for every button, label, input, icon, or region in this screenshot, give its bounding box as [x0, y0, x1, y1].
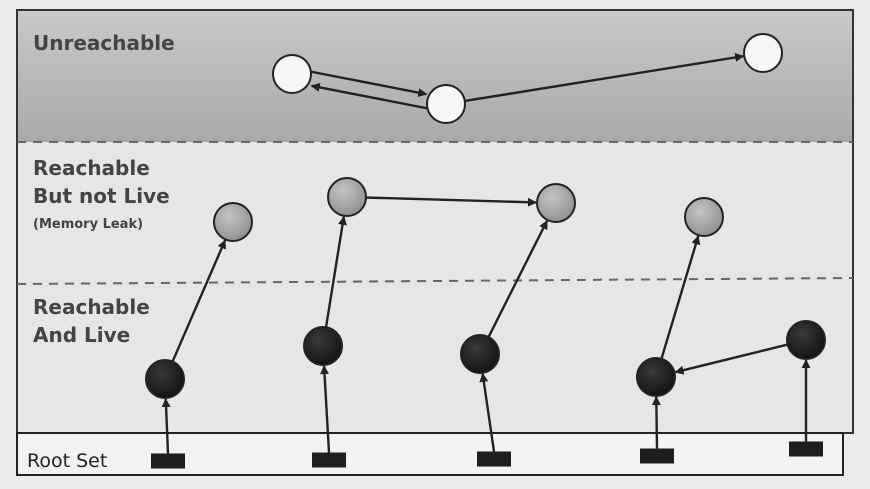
unreachable-object-u2	[426, 84, 466, 124]
live-object-b5	[786, 320, 826, 360]
root-object-r5	[789, 441, 823, 457]
leaked-object-g4	[684, 197, 724, 237]
edge-b5-to-b4	[674, 343, 788, 375]
edge-r2-to-b2	[320, 365, 331, 453]
divider-leak-live	[16, 277, 854, 285]
root-object-r3	[477, 451, 511, 467]
zone-label-memory-leak-note: (Memory Leak)	[33, 217, 143, 232]
unreachable-object-u3	[743, 33, 783, 73]
leaked-object-g2	[327, 177, 367, 217]
root-object-r1	[151, 453, 185, 469]
live-object-b1	[145, 359, 185, 399]
root-object-r2	[312, 452, 346, 468]
zone-label-unreachable: Unreachable	[33, 31, 175, 55]
unreachable-band	[17, 10, 853, 142]
leaked-object-g3	[536, 183, 576, 223]
edge-r1-to-b1	[161, 398, 171, 454]
edge-b2-to-g2	[324, 215, 347, 328]
live-object-b4	[636, 357, 676, 397]
nodes-layer	[145, 33, 826, 469]
zone-label-reachable-not-live-line1: Reachable	[33, 156, 150, 180]
edge-b4-to-g4	[660, 235, 701, 360]
unreachable-object-u1	[272, 54, 312, 94]
root-object-r4	[640, 448, 674, 464]
zone-label-reachable-live-line2: And Live	[33, 323, 130, 347]
live-object-b2	[303, 326, 343, 366]
edge-b3-to-g3	[487, 220, 549, 338]
edge-g2-to-g3	[365, 196, 537, 207]
root-set-bar	[16, 432, 844, 476]
leaked-object-g1	[213, 202, 253, 242]
edge-b1-to-g1	[171, 239, 227, 363]
edge-r3-to-b3	[479, 372, 496, 452]
edge-r4-to-b4	[651, 396, 661, 449]
live-object-b3	[460, 334, 500, 374]
root-set-label: Root Set	[27, 450, 107, 472]
edge-u2-to-u1	[310, 82, 428, 110]
zone-label-reachable-live-line1: Reachable	[33, 295, 150, 319]
edge-u1-to-u2	[310, 70, 428, 98]
edge-u2-to-u3	[464, 53, 745, 103]
edges-layer	[161, 53, 811, 454]
zone-label-reachable-not-live-line2: But not Live	[33, 184, 170, 208]
